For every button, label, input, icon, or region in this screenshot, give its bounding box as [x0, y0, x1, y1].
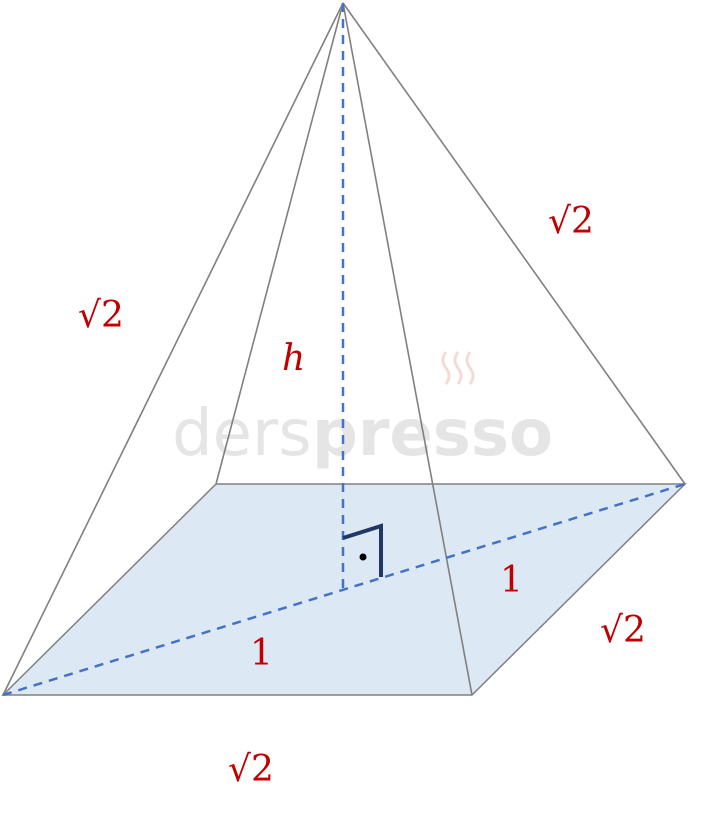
edge-apex-front-right: [342, 2, 473, 696]
right-angle-dot: [359, 553, 367, 561]
edge-apex-back-left: [215, 2, 344, 485]
label-right-edge: √2: [548, 201, 594, 242]
label-base-right-edge: √2: [600, 610, 646, 651]
steam-icon: [441, 351, 475, 385]
label-half-diagonal-left: 1: [250, 633, 273, 674]
watermark-light: ders: [172, 397, 312, 471]
watermark-bold: presso: [312, 397, 553, 471]
label-half-diagonal-right: 1: [500, 560, 523, 601]
base-diagonal: [2, 482, 686, 697]
label-left-edge: √2: [78, 295, 124, 336]
right-angle-marker: [342, 523, 383, 577]
watermark: ders presso: [172, 351, 553, 471]
edge-apex-back-right: [342, 2, 686, 485]
label-base-bottom-edge: √2: [228, 749, 274, 790]
edge-apex-front-left: [2, 2, 344, 696]
label-height: h: [282, 338, 305, 379]
